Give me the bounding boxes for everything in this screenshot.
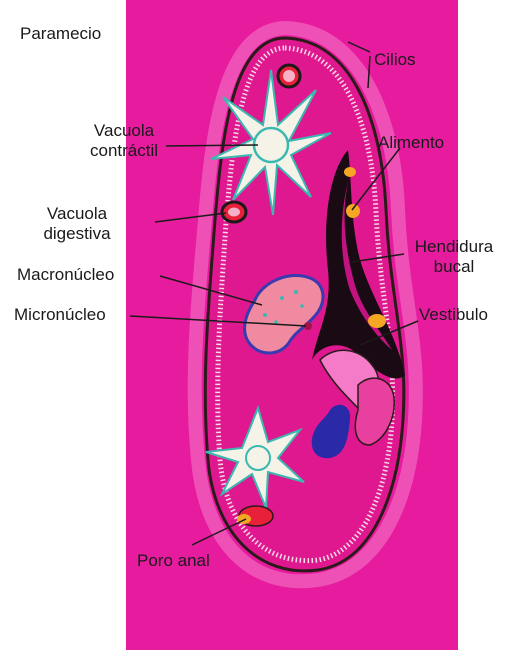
label-vestibulo: Vestibulo [419, 305, 488, 325]
label-macronucleo: Macronúcleo [17, 265, 114, 285]
label-alimento: Alimento [378, 133, 444, 153]
label-hendidura-bucal-line1: Hendidura [404, 237, 504, 257]
label-vacuola-contractil: Vacuola contráctil [78, 121, 170, 161]
digestive-vacuole-core [228, 208, 240, 217]
label-vacuola-digestiva-line2: digestiva [32, 224, 122, 244]
food-particle-3 [368, 314, 386, 328]
top-food-vacuole-core [283, 70, 295, 82]
label-micronucleo: Micronúcleo [14, 305, 106, 325]
label-cilios: Cilios [374, 50, 416, 70]
food-particle-1 [344, 167, 356, 177]
food-particle-2 [346, 204, 360, 218]
label-hendidura-bucal: Hendidura bucal [404, 237, 504, 277]
diagram-title: Paramecio [20, 24, 101, 44]
label-poro-anal: Poro anal [137, 551, 210, 571]
label-vacuola-digestiva: Vacuola digestiva [32, 204, 122, 244]
label-vacuola-contractil-line2: contráctil [78, 141, 170, 161]
label-vacuola-contractil-line1: Vacuola [78, 121, 170, 141]
leader-vacuola-contractil [166, 145, 258, 146]
label-vacuola-digestiva-line1: Vacuola [32, 204, 122, 224]
label-hendidura-bucal-line2: bucal [404, 257, 504, 277]
